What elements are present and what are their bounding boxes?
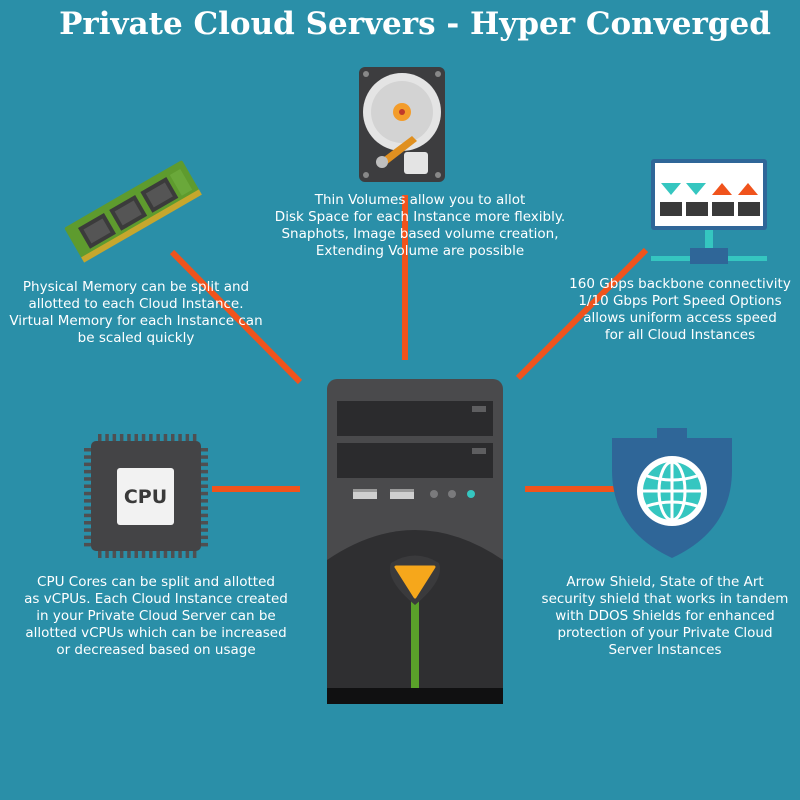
hard-disk-icon — [359, 67, 445, 182]
caption-line: Snaphots, Image based volume creation, — [281, 226, 559, 242]
cpu-feature-caption: CPU Cores can be split and allotted as v… — [0, 574, 312, 659]
caption-line: Physical Memory can be split and — [22, 279, 250, 295]
server-tower-icon — [327, 379, 503, 704]
caption-line: in your Private Cloud Server can be — [36, 608, 276, 624]
network-monitor-icon — [651, 159, 767, 264]
caption-line: allows uniform access speed — [583, 310, 777, 326]
shield-globe-icon — [612, 428, 732, 558]
caption-line: CPU Cores can be split and allotted — [37, 574, 275, 590]
caption-line: Server Instances — [608, 642, 722, 658]
caption-line: Thin Volumes allow you to allot — [314, 192, 526, 208]
caption-line: as vCPUs. Each Cloud Instance created — [24, 591, 288, 607]
caption-line: be scaled quickly — [77, 330, 195, 346]
caption-line: Virtual Memory for each Instance can — [9, 313, 263, 329]
caption-line: security shield that works in tandem — [541, 591, 789, 607]
caption-line: allotted vCPUs which can be increased — [25, 625, 287, 641]
disk-feature-caption: Thin Volumes allow you to allot Disk Spa… — [240, 192, 600, 260]
ram-module-icon — [64, 160, 202, 263]
caption-line: Disk Space for each Instance more flexib… — [274, 209, 566, 225]
connector-memory — [169, 249, 303, 385]
network-feature-caption: 160 Gbps backbone connectivity 1/10 Gbps… — [560, 276, 800, 344]
shield-feature-caption: Arrow Shield, State of the Art security … — [530, 574, 800, 659]
caption-line: 160 Gbps backbone connectivity — [569, 276, 791, 292]
caption-line: with DDOS Shields for enhanced — [555, 608, 775, 624]
connector-network — [515, 247, 649, 381]
page-title: Private Cloud Servers - Hyper Converged — [59, 6, 771, 42]
caption-line: Extending Volume are possible — [315, 243, 525, 259]
caption-line: allotted to each Cloud Instance. — [28, 296, 244, 312]
cpu-chip-icon: CPU — [84, 434, 208, 558]
caption-line: 1/10 Gbps Port Speed Options — [578, 293, 782, 309]
memory-feature-caption: Physical Memory can be split and allotte… — [0, 279, 272, 347]
caption-line: or decreased based on usage — [56, 642, 256, 658]
connector-lines — [169, 195, 649, 492]
cpu-chip-label: CPU — [124, 486, 167, 508]
caption-line: for all Cloud Instances — [604, 327, 756, 343]
caption-line: protection of your Private Cloud — [557, 625, 773, 641]
caption-line: Arrow Shield, State of the Art — [566, 574, 764, 590]
